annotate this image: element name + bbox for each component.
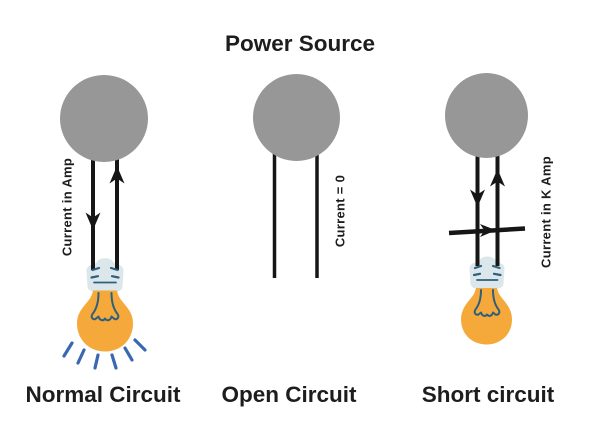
light-rays-icon	[62, 338, 147, 370]
power-source-circle	[445, 73, 528, 158]
current-label-open: Current = 0	[333, 175, 348, 247]
diagram-title: Power Source	[225, 31, 375, 56]
bulb-cap-dashes	[472, 264, 502, 277]
caption-normal-circuit: Normal Circuit	[25, 382, 181, 407]
short-current-arrow-right-icon	[480, 224, 496, 237]
bulb-filament	[90, 292, 120, 322]
current-label-normal: Current in Amp	[60, 158, 75, 256]
normal-circuit: Current in Amp Normal Circuit	[25, 75, 181, 407]
caption-short-circuit: Short circuit	[422, 382, 555, 407]
open-circuit: Current = 0 Open Circuit	[221, 74, 357, 407]
current-arrow-up-icon	[490, 169, 505, 187]
power-source-circle	[253, 74, 340, 161]
bulb-cap-dashes	[90, 266, 120, 279]
power-source-circle	[60, 75, 148, 162]
bulb-glass	[77, 290, 133, 352]
current-arrow-down-icon	[85, 212, 101, 230]
current-arrow-up-icon	[109, 166, 125, 184]
short-circuit: Current in K Amp Short circuit	[422, 73, 555, 407]
bulb-filament	[473, 289, 501, 317]
caption-open-circuit: Open Circuit	[221, 382, 357, 407]
current-arrow-down-icon	[470, 189, 485, 207]
current-label-short: Current in K Amp	[539, 156, 554, 268]
